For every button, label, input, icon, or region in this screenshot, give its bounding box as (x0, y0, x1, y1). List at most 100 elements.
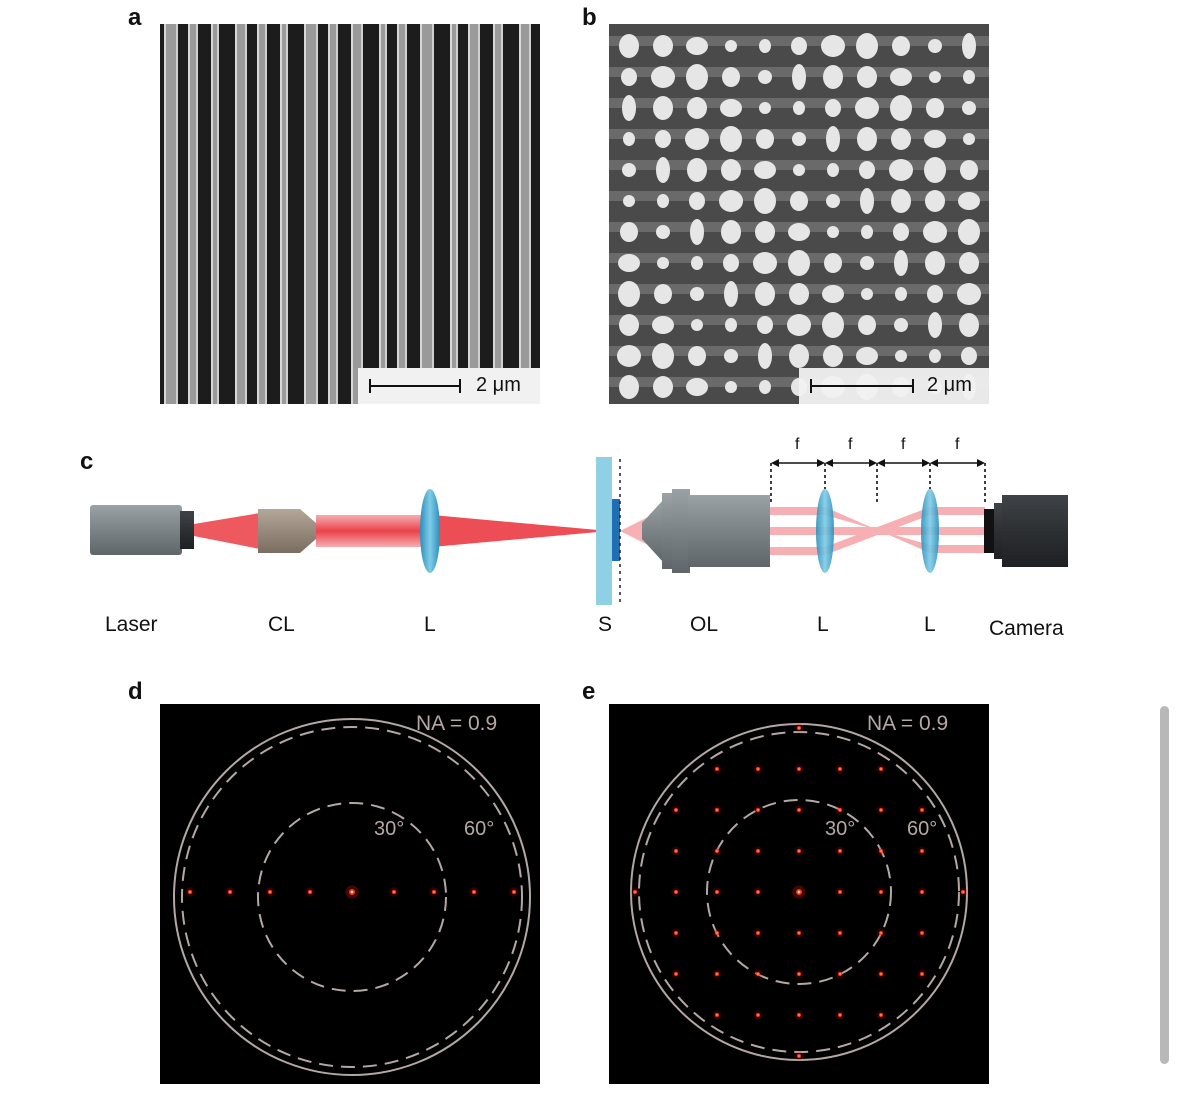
circle-60deg-e (638, 731, 960, 1053)
pillar (963, 133, 975, 145)
pillar (757, 316, 773, 334)
grating-line (493, 24, 503, 404)
diffraction-spot (794, 969, 804, 979)
panel-label-d: d (128, 678, 143, 705)
pillar (792, 64, 806, 90)
pillar (856, 33, 878, 59)
grating-line (379, 24, 387, 404)
diffraction-spot (712, 846, 722, 856)
circle-30deg-e (706, 799, 892, 985)
pillar (892, 36, 910, 56)
pillar (927, 285, 943, 303)
beam-converging (432, 515, 598, 547)
pillar (722, 67, 740, 87)
pillar (895, 350, 907, 362)
circle-30deg-d (257, 802, 447, 992)
pillar (823, 65, 843, 89)
vertical-scrollbar[interactable] (1160, 706, 1169, 1064)
pillar (653, 376, 673, 398)
lens-1 (420, 489, 440, 573)
pillar (653, 35, 673, 57)
pillar (822, 285, 844, 303)
pillar (788, 250, 810, 276)
scale-bar-a (369, 379, 461, 393)
grating-line (450, 24, 458, 404)
pillar (619, 314, 639, 336)
pillar (656, 225, 670, 239)
diffraction-spot (753, 805, 763, 815)
camera-device (984, 495, 1068, 567)
pillar (861, 225, 873, 239)
grating-line (420, 24, 434, 404)
pillar (928, 312, 942, 338)
diffraction-spot (509, 887, 519, 897)
beam-4f-relay (770, 507, 985, 555)
pillar (686, 37, 708, 55)
pillar (827, 163, 839, 177)
pillar (924, 157, 946, 183)
pillar (929, 71, 941, 83)
pillar (959, 313, 979, 337)
pillar (925, 190, 945, 212)
diffraction-spot (876, 846, 886, 856)
diffraction-spot (835, 969, 845, 979)
pillar (657, 257, 669, 269)
pillar (758, 70, 772, 84)
pillar (623, 195, 635, 207)
pillar (622, 95, 636, 121)
grating-line (280, 24, 288, 404)
diffraction-spot (794, 805, 804, 815)
focal-label-4: f (955, 436, 960, 453)
diffraction-spot (185, 887, 195, 897)
sem-image-gratings: 2 μm (160, 24, 540, 404)
pillar (958, 219, 980, 245)
pillar (891, 128, 911, 150)
diffraction-spot (794, 723, 804, 733)
pillar (622, 163, 636, 177)
pillar (822, 312, 844, 338)
pillar (957, 283, 981, 305)
label-lens-1: L (424, 613, 436, 636)
pillar (895, 287, 907, 301)
grating-line (468, 24, 480, 404)
pillar (620, 222, 638, 242)
diffraction-spot (712, 928, 722, 938)
pillar (858, 315, 876, 335)
diffraction-spot (429, 887, 439, 897)
na-label-d: NA = 0.9 (416, 712, 498, 735)
diffraction-spot (876, 928, 886, 938)
pillar (824, 253, 842, 273)
pillar (690, 219, 704, 245)
diffraction-spot (835, 887, 845, 897)
pillar (621, 68, 637, 86)
diffraction-spot (835, 764, 845, 774)
diffraction-spot (389, 887, 399, 897)
diffraction-spot (876, 887, 886, 897)
focal-length-arrows (770, 459, 986, 505)
diffraction-spot (876, 969, 886, 979)
angle-60-label-e: 60° (907, 818, 938, 840)
pillar (618, 281, 640, 307)
pillar (686, 64, 708, 90)
pillar (857, 66, 877, 88)
pillar (792, 132, 806, 146)
pillar (894, 250, 908, 276)
pillar (685, 128, 709, 150)
diffraction-spot (876, 764, 886, 774)
diffraction-spot (753, 764, 763, 774)
circle-60deg-d (181, 726, 523, 1068)
diffraction-spot (794, 846, 804, 856)
optical-setup-diagram (90, 457, 1068, 605)
beam-laser-to-cl (194, 513, 260, 549)
lens-2 (816, 489, 834, 573)
pillar (652, 343, 674, 369)
pillar (891, 189, 911, 213)
pillar (861, 288, 873, 300)
pillar (687, 97, 707, 119)
pillar (654, 284, 672, 304)
pillar (725, 381, 737, 393)
grating-line (304, 24, 318, 404)
focal-label-3: f (901, 436, 906, 453)
pillar (793, 164, 805, 176)
diffraction-spot (630, 887, 640, 897)
